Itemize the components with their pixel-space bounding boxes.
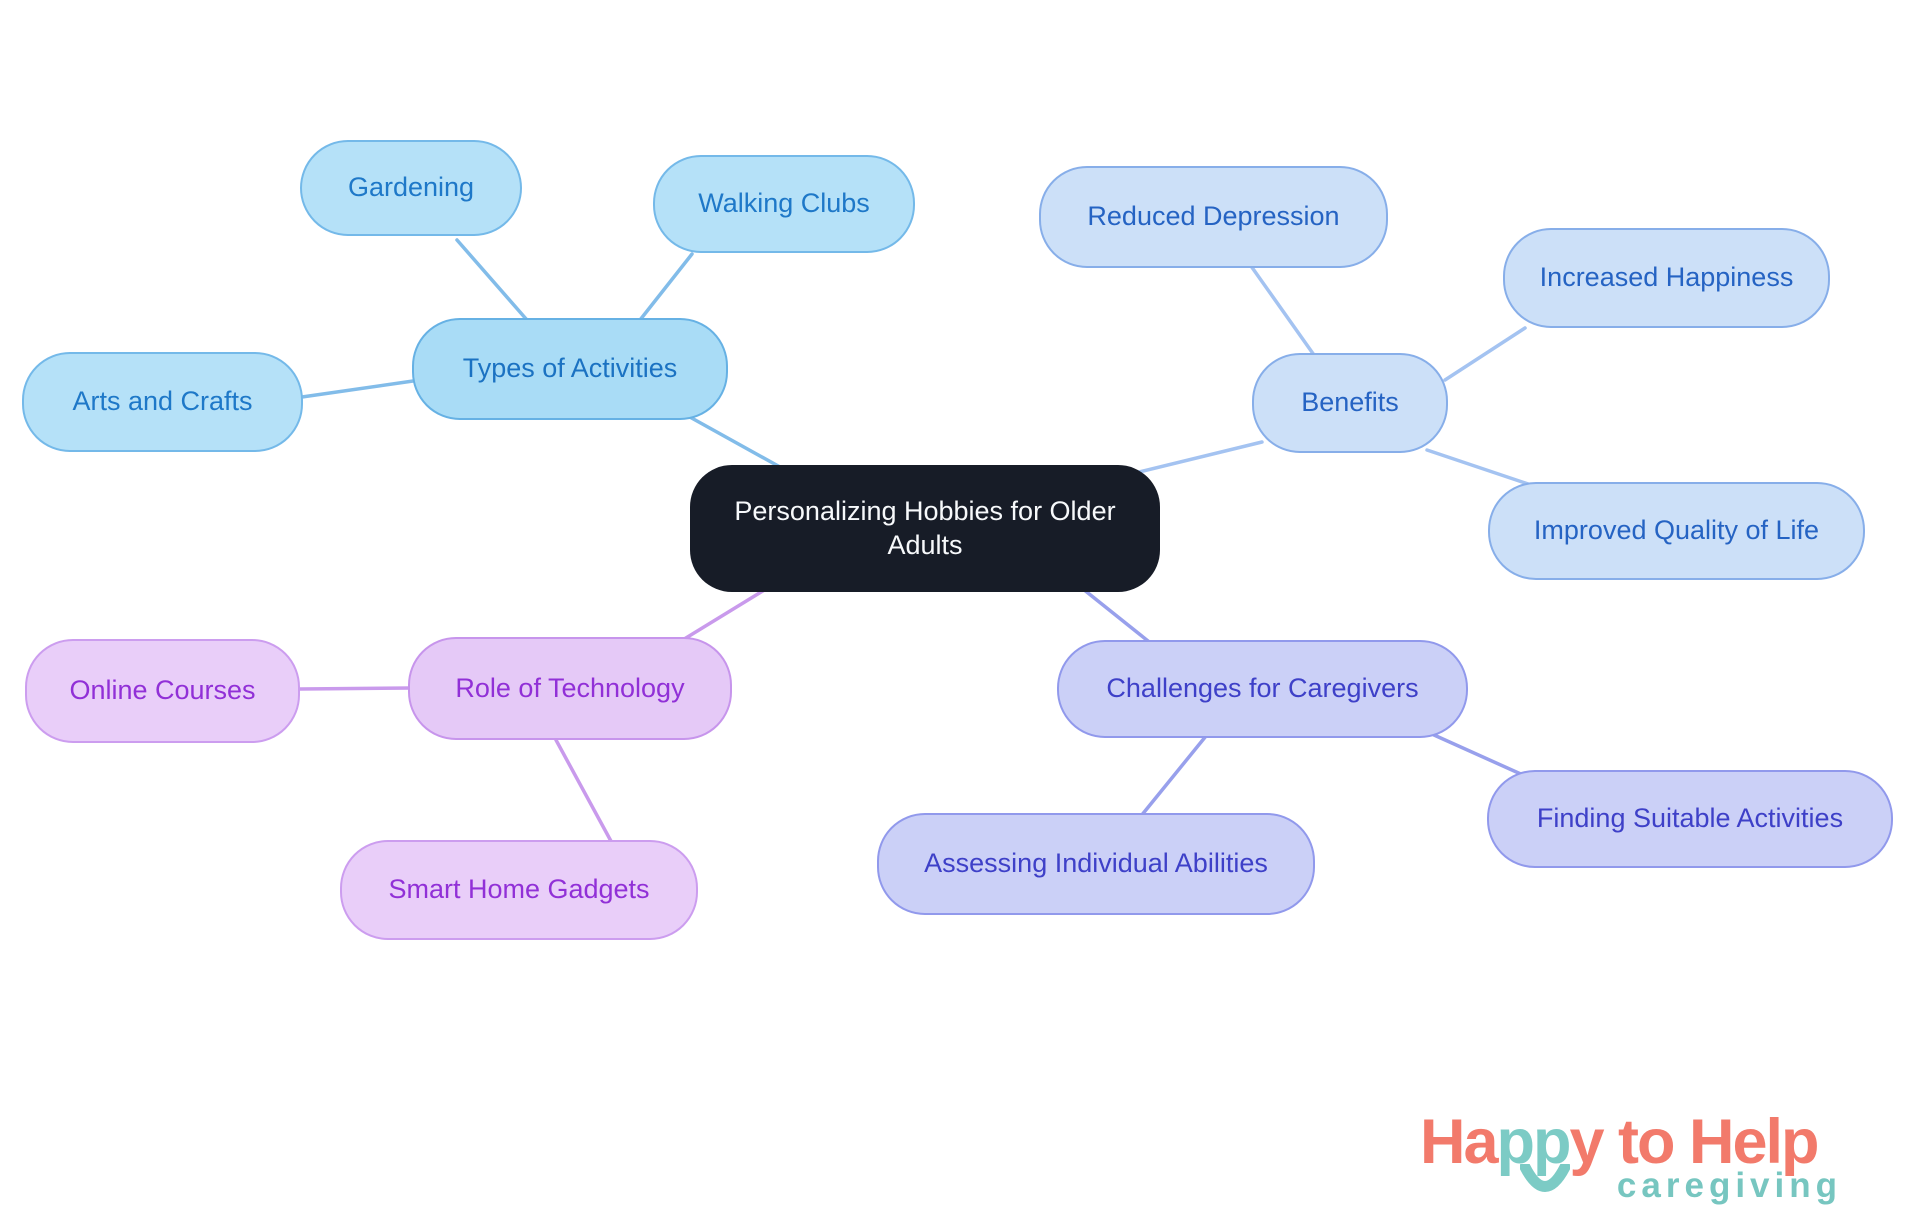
node-finding-suitable-activities: Finding Suitable Activities — [1487, 770, 1893, 868]
edge-types-gardening — [455, 238, 529, 322]
happy-to-help-logo: Happy to Help caregiving — [1420, 1106, 1882, 1212]
node-benefits: Benefits — [1252, 353, 1448, 453]
node-walking-clubs: Walking Clubs — [653, 155, 915, 253]
edge-types-arts-and-crafts — [300, 378, 422, 399]
edge-benefits-increased-happiness — [1443, 326, 1527, 382]
logo-tagline: caregiving — [1616, 1166, 1842, 1205]
node-central-topic: Personalizing Hobbies for Older Adults — [690, 465, 1160, 592]
node-role-of-technology: Role of Technology — [408, 637, 732, 740]
node-improved-quality-of-life: Improved Quality of Life — [1488, 482, 1865, 580]
smile-icon — [1520, 1164, 1570, 1192]
edge-technology-smart-home — [554, 738, 614, 845]
logo-text-coral-2: y to Help — [1569, 1107, 1820, 1177]
node-assessing-individual-abilities: Assessing Individual Abilities — [877, 813, 1315, 915]
edge-central-types — [686, 414, 791, 474]
node-types-of-activities: Types of Activities — [412, 318, 728, 420]
edge-benefits-improved-quality — [1425, 448, 1542, 490]
logo-text-teal: pp — [1496, 1107, 1572, 1177]
node-online-courses: Online Courses — [25, 639, 300, 743]
logo-wordmark: Happy to Help — [1420, 1106, 1820, 1178]
edge-challenges-assessing — [1139, 734, 1208, 818]
edge-central-challenges — [1081, 587, 1155, 647]
edge-central-benefits — [1133, 440, 1264, 475]
edge-central-technology — [679, 587, 768, 643]
edge-types-walking-clubs — [638, 252, 694, 322]
edge-benefits-reduced-depression — [1249, 264, 1316, 357]
node-gardening: Gardening — [300, 140, 522, 236]
logo-text-coral-1: Ha — [1420, 1107, 1499, 1177]
node-challenges-for-caregivers: Challenges for Caregivers — [1057, 640, 1468, 738]
edge-challenges-finding — [1432, 733, 1525, 777]
node-arts-and-crafts: Arts and Crafts — [22, 352, 303, 452]
edge-technology-online-courses — [298, 686, 414, 691]
node-smart-home-gadgets: Smart Home Gadgets — [340, 840, 698, 940]
node-reduced-depression: Reduced Depression — [1039, 166, 1388, 268]
node-increased-happiness: Increased Happiness — [1503, 228, 1830, 328]
